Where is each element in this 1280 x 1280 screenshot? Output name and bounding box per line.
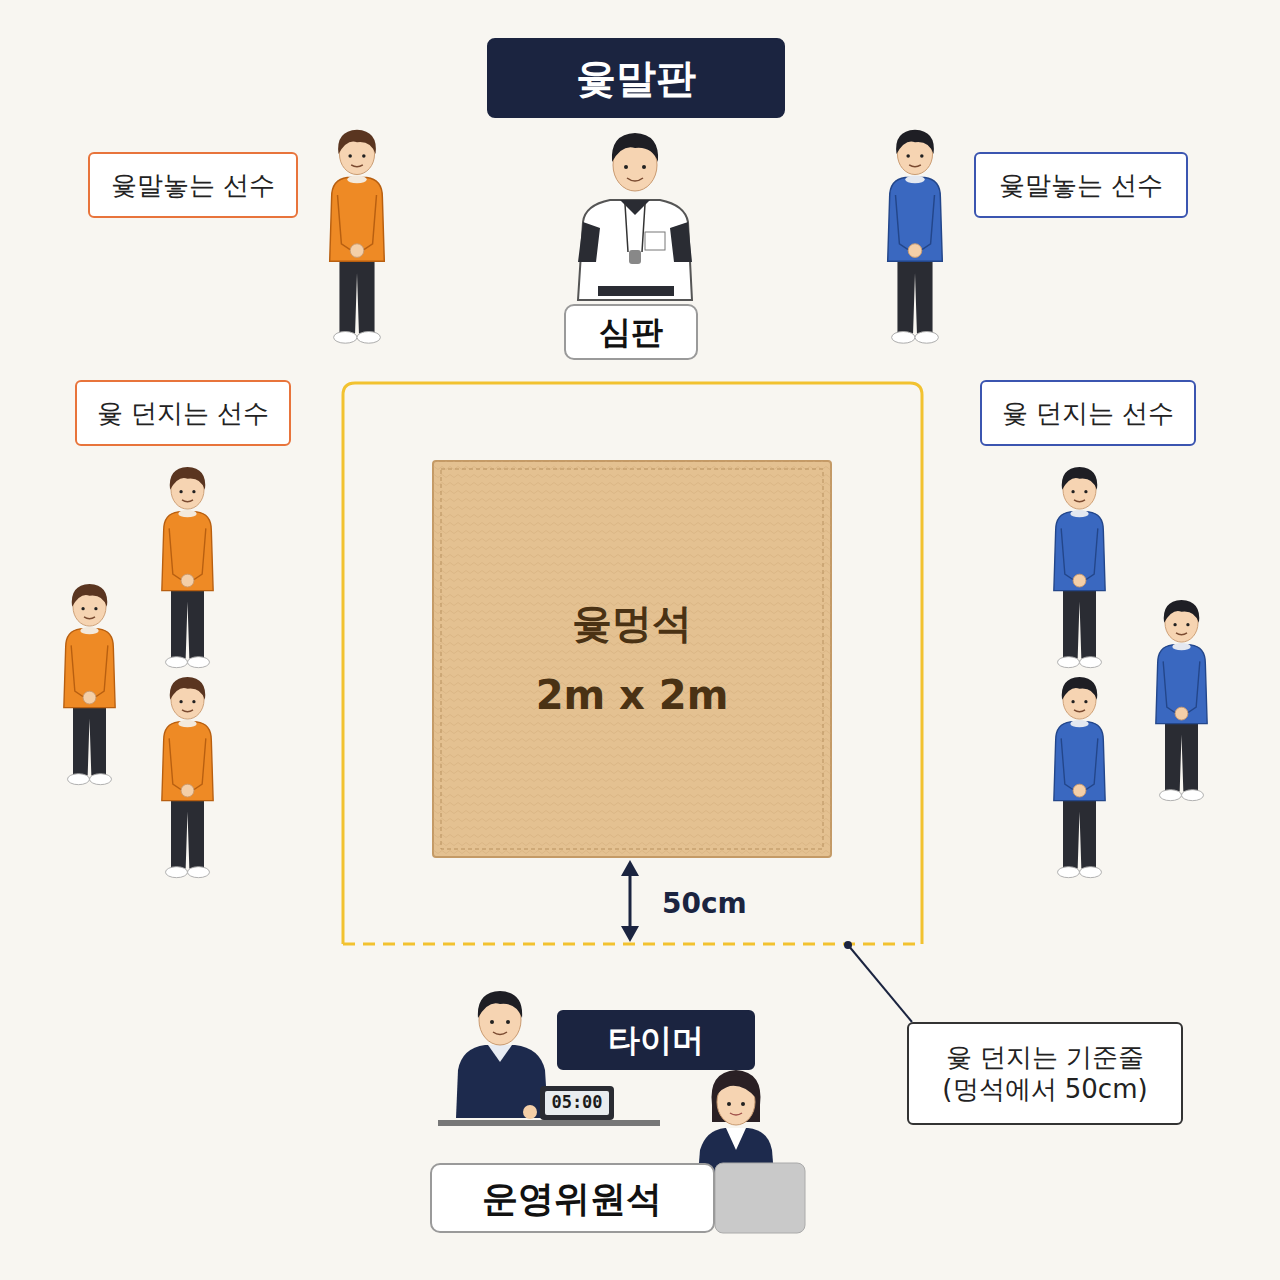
orange-player <box>64 584 115 785</box>
label-text: 윷 던지는 선수 <box>1002 397 1175 430</box>
label-box: 윷 던지는 선수 <box>980 380 1196 446</box>
label-text: (멍석에서 50cm) <box>942 1073 1147 1106</box>
orange-player <box>162 677 213 878</box>
mat-stitch <box>441 469 823 849</box>
referee-figure <box>578 133 692 300</box>
dimension-label: 50cm <box>662 890 747 918</box>
label-text: 심판 <box>599 312 663 352</box>
blue-player <box>1054 677 1105 878</box>
label-text: 윷멍석 <box>572 598 692 648</box>
label-text: 운영위원석 <box>482 1176 662 1221</box>
label-text: 윷말놓는 선수 <box>999 169 1163 202</box>
label-text: 2m x 2m <box>536 670 729 720</box>
mat-area: 윷멍석 2m x 2m <box>433 461 831 857</box>
mat <box>433 461 831 857</box>
blue-player <box>888 130 943 344</box>
label-text: 타이머 <box>608 1020 704 1060</box>
blue-player <box>1054 467 1105 668</box>
orange-player <box>330 130 385 344</box>
label-box: 윷말판 <box>487 38 785 118</box>
label-box: 타이머 <box>557 1010 755 1070</box>
label-box: 윷말놓는 선수 <box>88 152 298 218</box>
leader-line <box>848 945 912 1022</box>
label-text: 윷 던지는 선수 <box>97 397 270 430</box>
label-box: 윷 던지는 기준줄(멍석에서 50cm) <box>907 1022 1183 1125</box>
label-box: 윷 던지는 선수 <box>75 380 291 446</box>
dimension-arrow <box>621 860 639 942</box>
throw-line <box>343 943 922 946</box>
label-box: 심판 <box>564 304 698 360</box>
mat-texture <box>433 461 831 857</box>
blue-player <box>1156 600 1207 801</box>
boundary-line <box>343 383 922 944</box>
timer-readout: 05:00 <box>551 1094 602 1111</box>
label-box: 운영위원석 <box>430 1163 715 1233</box>
orange-player <box>162 467 213 668</box>
label-box: 윷말놓는 선수 <box>974 152 1188 218</box>
timer-display <box>540 1086 614 1120</box>
label-text: 윷말판 <box>576 53 696 103</box>
label-text: 윷말놓는 선수 <box>111 169 275 202</box>
label-text: 윷 던지는 기준줄 <box>946 1041 1145 1074</box>
